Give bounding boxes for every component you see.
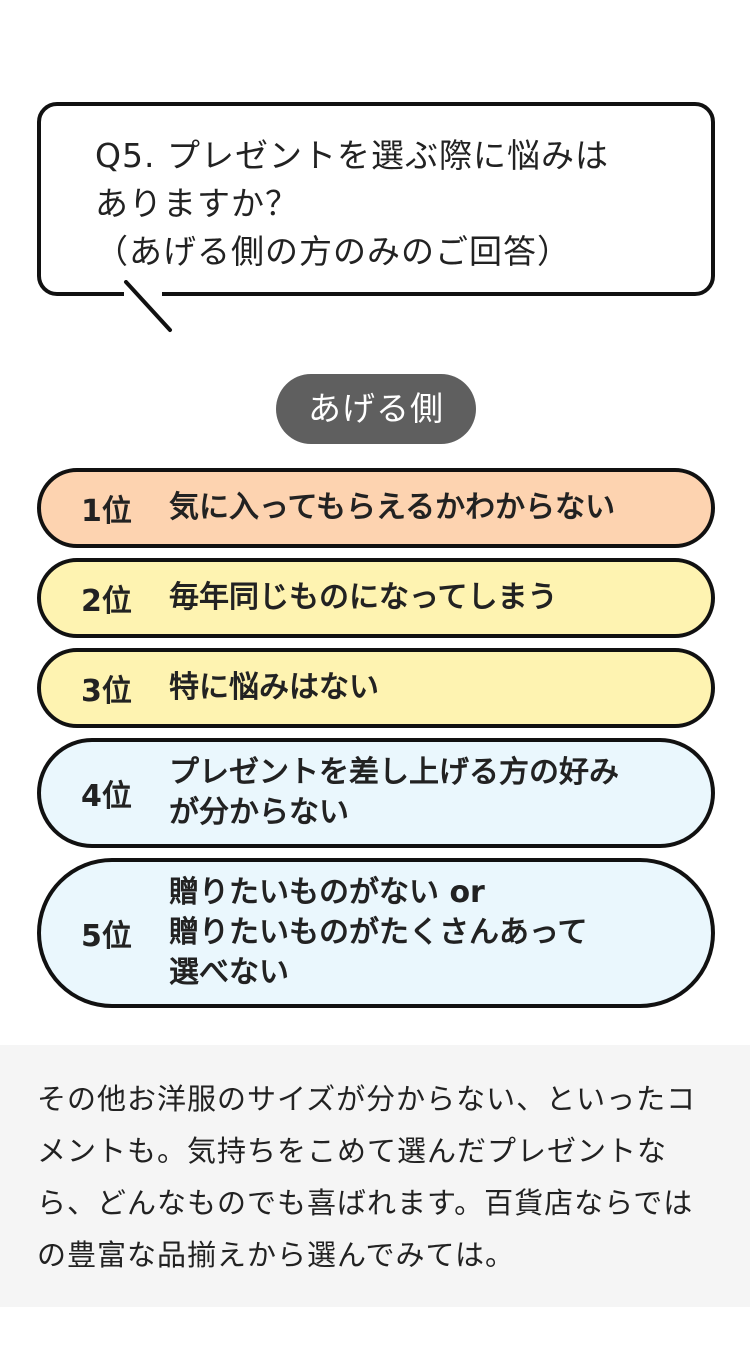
rank-text: 特に悩みはない (169, 670, 379, 705)
comment-text: その他お洋服のサイズが分からない、といったコ メントも。気持ちをこめて選んだプレ… (37, 1082, 697, 1272)
rank-number: 1位 (81, 494, 132, 529)
rank-number: 2位 (81, 584, 132, 619)
speech-bubble-tail (124, 280, 172, 332)
rank-text: 毎年同じものになってしまう (169, 580, 558, 615)
ranking-item-5: 5位 贈りたいものがない or 贈りたいものがたくさんあって 選べない (37, 858, 715, 1008)
rank-text: プレゼントを差し上げる方の好み が分からない (169, 755, 619, 830)
rank-number: 3位 (81, 674, 132, 709)
question-speech-bubble: Q5. プレゼントを選ぶ際に悩みは ありますか？ （あげる側の方のみのご回答） (37, 102, 715, 296)
ranking-item-2: 2位 毎年同じものになってしまう (37, 558, 715, 638)
rank-number: 5位 (81, 919, 132, 954)
question-text: Q5. プレゼントを選ぶ際に悩みは ありますか？ （あげる側の方のみのご回答） (95, 136, 609, 271)
speech-bubble-tail-gap (124, 289, 162, 299)
ranking-item-3: 3位 特に悩みはない (37, 648, 715, 728)
rank-number: 4位 (81, 779, 132, 814)
ranking-item-4: 4位 プレゼントを差し上げる方の好み が分からない (37, 738, 715, 848)
segment-label: あげる側 (276, 374, 476, 444)
comment-box: その他お洋服のサイズが分からない、といったコ メントも。気持ちをこめて選んだプレ… (0, 1045, 750, 1307)
rank-text: 贈りたいものがない or 贈りたいものがたくさんあって 選べない (169, 875, 588, 990)
ranking-item-1: 1位 気に入ってもらえるかわからない (37, 468, 715, 548)
rank-text: 気に入ってもらえるかわからない (169, 490, 616, 525)
